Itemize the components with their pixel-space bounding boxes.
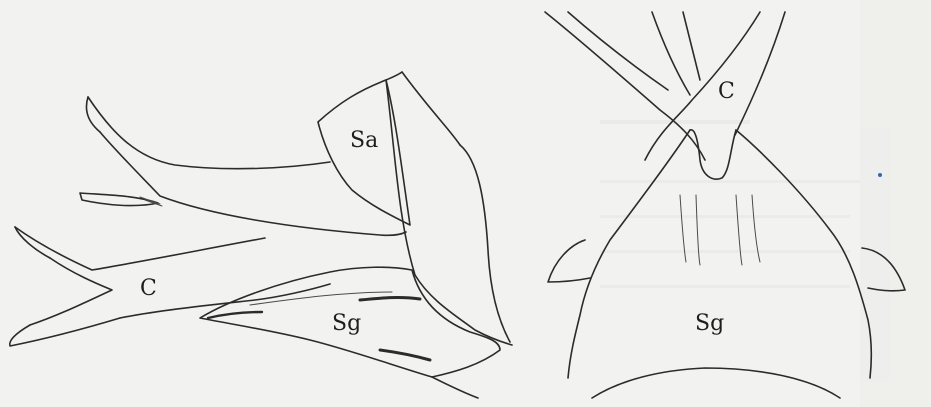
sa-plate-back-edge (386, 72, 402, 80)
sg-plate-shading-upper (360, 297, 420, 300)
c-sclerite-upper-edge (15, 227, 265, 270)
background-bleed-text (600, 0, 931, 407)
sg-right-left-lobe (548, 240, 590, 282)
sg-right-notch (690, 130, 736, 179)
upper-sclerite-tip (87, 97, 101, 132)
sg-right-striation-2 (696, 195, 700, 265)
label-c-left: C (140, 276, 157, 301)
body-wall-outer (386, 80, 512, 345)
rod-left-outer (545, 12, 705, 160)
sg-plate-shading-tip (208, 312, 262, 318)
label-c-right: C (718, 79, 735, 104)
body-wall-top (402, 72, 460, 145)
rod-left-inner (568, 12, 668, 90)
label-sg-right: Sg (695, 311, 724, 336)
rod-crossing-right (683, 12, 700, 80)
sg-right-bottom-curve (592, 368, 840, 398)
left-figure: Sa C Sg (10, 72, 512, 398)
sg-right-right-edge (736, 130, 871, 378)
label-sa: Sa (350, 128, 378, 153)
right-figure: C Sg (545, 12, 905, 398)
sg-plate-shading-lower (380, 350, 430, 360)
sg-right-striation-3 (736, 195, 742, 265)
body-wall-inner (460, 145, 510, 342)
sg-right-left-edge (568, 130, 690, 378)
sg-plate-lower-arm (432, 377, 478, 398)
c-sclerite-lower-tip (10, 318, 120, 346)
label-sg-left: Sg (332, 311, 361, 336)
c-arm-right-edge (735, 12, 785, 135)
blue-speck (878, 173, 882, 177)
